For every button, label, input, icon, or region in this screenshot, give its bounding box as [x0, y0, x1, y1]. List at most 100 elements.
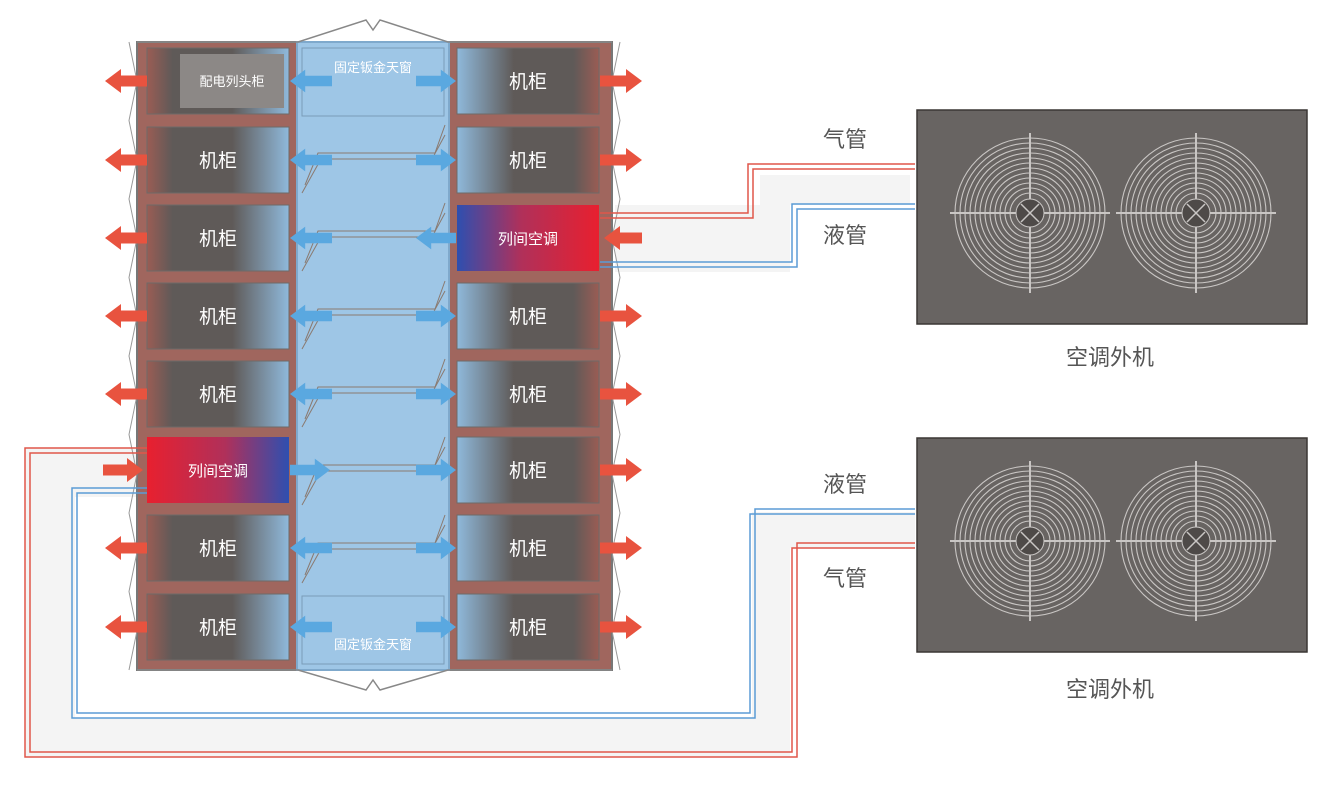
cold-air-arrow	[290, 615, 332, 639]
liquid-pipe-top	[600, 203, 915, 263]
liquid-pipe-bottom	[76, 492, 915, 714]
inrow-ac-right-label: 列间空调	[498, 230, 558, 248]
skylight-label-top: 固定钣金天窗	[334, 60, 412, 76]
hot-air-arrow	[105, 304, 147, 328]
hot-air-arrow	[600, 615, 642, 639]
liquid-pipe-label-top: 液管	[823, 224, 867, 249]
cabinet-right	[456, 126, 600, 194]
roof-top	[137, 19, 612, 43]
cold-air-arrow	[416, 615, 456, 639]
gas-pipe-label-top: 气管	[823, 128, 867, 153]
cold-air-arrow	[290, 304, 332, 328]
aisle-line	[304, 280, 446, 342]
skylight-label-bottom: 固定钣金天窗	[334, 637, 412, 653]
aisle-line	[301, 368, 446, 428]
cold-air-arrow	[416, 226, 456, 250]
aisle-line	[301, 134, 446, 194]
fan-hub-cross	[1186, 531, 1206, 551]
side-edge-left	[128, 41, 138, 671]
gas-pipe-label-bottom: 气管	[823, 567, 867, 592]
hot-air-arrow	[600, 458, 642, 482]
fan-icon	[1116, 461, 1276, 621]
cabinet-right	[456, 514, 600, 582]
cabinet-right	[456, 360, 600, 428]
airflow-arrows	[103, 69, 642, 639]
cold-air-arrow	[290, 69, 332, 93]
fan-hub-cross	[1020, 203, 1040, 223]
cold-aisle-border	[296, 41, 450, 671]
pipe-channel-bg	[615, 175, 910, 272]
cabinet-left	[146, 360, 290, 428]
cabinet-left-label: 机柜	[199, 150, 237, 172]
cabinet-right	[456, 282, 600, 350]
pdu-label: 配电列头柜	[199, 75, 264, 90]
liquid-pipe-top	[600, 208, 915, 268]
cabinet-rows: 配电列头柜机柜机柜机柜机柜列间空调机柜机柜机柜机柜列间空调机柜机柜机柜机柜机柜	[146, 47, 600, 661]
cabinet-left	[146, 204, 290, 272]
hot-air-arrow	[600, 382, 642, 406]
fan-hub-cross	[1020, 531, 1040, 551]
hot-air-arrow	[600, 148, 642, 172]
cabinet-right-label: 机柜	[509, 617, 547, 639]
aisle-line	[304, 124, 446, 186]
cabinet-left	[146, 282, 290, 350]
cabinet-left-label: 机柜	[199, 617, 237, 639]
cabinet-left-label: 机柜	[199, 306, 237, 328]
pipe-channel-bg	[25, 448, 915, 757]
cabinet-right	[456, 593, 600, 661]
gas-pipe-bottom	[24, 447, 915, 758]
hot-air-arrow	[105, 382, 147, 406]
outdoor-unit-label-top: 空调外机	[1066, 346, 1154, 371]
cold-air-arrow	[416, 536, 456, 560]
roof-bottom	[137, 669, 612, 691]
rack-row-frame	[128, 19, 621, 691]
fan-icon	[1116, 133, 1276, 293]
cabinet-right-label: 机柜	[509, 71, 547, 93]
hot-air-arrow	[105, 615, 147, 639]
liquid-pipe-label-bottom: 液管	[823, 473, 867, 498]
cold-air-arrow	[290, 148, 332, 172]
aisle-line	[301, 212, 446, 272]
hot-air-arrow	[604, 226, 642, 250]
inrow-ac-left	[147, 437, 289, 503]
gas-pipe-top	[600, 168, 915, 219]
cabinet-left	[146, 126, 290, 194]
aisle-line	[304, 436, 446, 498]
cold-air-arrow	[290, 536, 332, 560]
cabinet-right	[456, 47, 600, 115]
hot-air-arrow	[600, 69, 642, 93]
cold-air-arrow	[416, 304, 456, 328]
cold-aisle	[297, 42, 449, 670]
gas-pipe-top	[600, 163, 915, 214]
pipe-channels	[25, 175, 915, 757]
cold-air-arrow	[290, 458, 330, 482]
cold-air-arrow	[416, 382, 456, 406]
cold-aisle-lines	[301, 124, 446, 584]
side-edge-right	[611, 41, 621, 671]
cold-air-arrow	[416, 458, 456, 482]
liquid-pipe-bottom	[71, 487, 915, 719]
fan-icon	[950, 133, 1110, 293]
cabinet-right-label: 机柜	[509, 460, 547, 482]
aisle-line	[304, 202, 446, 264]
cold-air-arrow	[416, 148, 456, 172]
fan-icon	[950, 461, 1110, 621]
inrow-ac-right	[457, 205, 599, 271]
cold-air-arrow	[416, 69, 456, 93]
cabinet-left-label: 机柜	[199, 538, 237, 560]
pdu-panel	[180, 54, 284, 108]
hot-air-arrow	[105, 536, 147, 560]
aisle-line	[304, 358, 446, 420]
fan-hub-cross	[1186, 203, 1206, 223]
hot-air-arrow	[105, 148, 147, 172]
outdoor-unit-1	[916, 109, 1308, 325]
refrigerant-pipes	[24, 163, 915, 758]
cabinet-right-label: 机柜	[509, 306, 547, 328]
cold-air-arrow	[290, 226, 332, 250]
hot-air-arrow	[103, 458, 143, 482]
gas-pipe-bottom	[29, 452, 915, 753]
cabinet-right	[456, 436, 600, 504]
inrow-ac-left-label: 列间空调	[188, 462, 248, 480]
outdoor-unit-label-bottom: 空调外机	[1066, 678, 1154, 703]
